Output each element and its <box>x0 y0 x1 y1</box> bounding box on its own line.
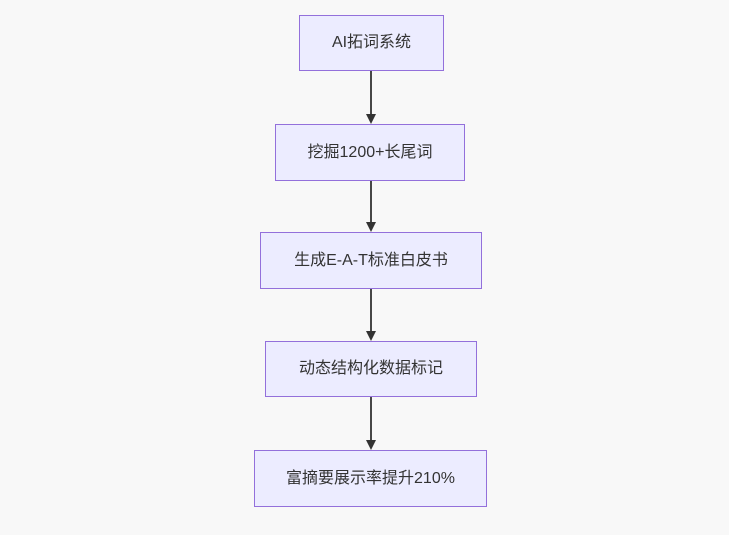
flow-node-ai-word-system: AI拓词系统 <box>299 15 444 71</box>
flow-node-label: 挖掘1200+长尾词 <box>307 143 433 161</box>
arrowhead-down-icon <box>366 222 376 232</box>
flow-node-label: 动态结构化数据标记 <box>298 360 443 377</box>
flow-node-rich-snippet-result: 富摘要展示率提升210% <box>254 450 487 507</box>
flow-node-structured-data: 动态结构化数据标记 <box>265 341 477 397</box>
flow-node-eat-whitepaper: 生成E-A-T标准白皮书 <box>260 232 482 289</box>
flow-node-label: AI拓词系统 <box>331 34 412 51</box>
flow-node-label: 生成E-A-T标准白皮书 <box>294 251 448 269</box>
flow-arrow <box>366 181 376 232</box>
flow-arrow <box>366 397 376 450</box>
arrowhead-down-icon <box>366 440 376 450</box>
flow-node-longtail-mining: 挖掘1200+长尾词 <box>275 124 465 181</box>
flow-arrow <box>366 289 376 341</box>
flow-node-label: 富摘要展示率提升210% <box>286 469 455 487</box>
arrowhead-down-icon <box>366 331 376 341</box>
flow-arrow <box>366 71 376 124</box>
arrowhead-down-icon <box>366 114 376 124</box>
